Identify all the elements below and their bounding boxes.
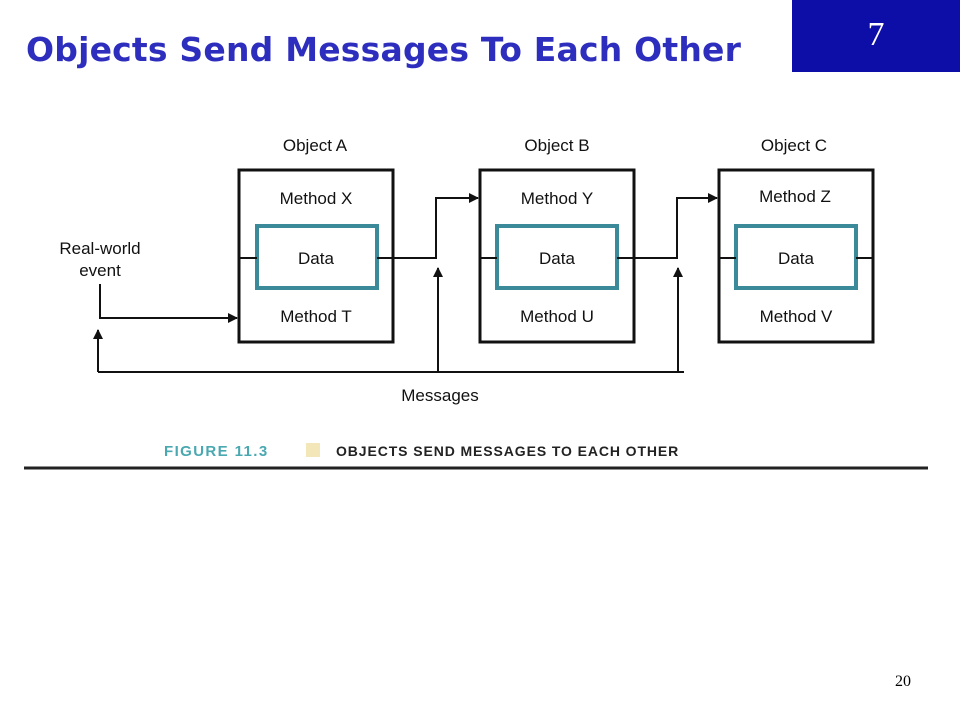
object-c-data-label: Data <box>778 249 814 268</box>
figure-number: FIGURE 11.3 <box>164 443 269 460</box>
object-a: Object A Method X Data Method T <box>237 136 395 344</box>
real-world-event-label-line2: event <box>79 261 121 280</box>
object-c-bottom-method: Method V <box>760 307 833 326</box>
object-b-top-method: Method Y <box>521 189 593 208</box>
message-arrow-b-to-c <box>617 193 718 259</box>
object-b-label: Object B <box>524 136 589 155</box>
message-arrow-a-to-b <box>377 193 479 259</box>
object-a-label: Object A <box>283 136 348 155</box>
slide-title: Objects Send Messages To Each Other <box>26 30 742 69</box>
event-arrow-to-object-a <box>99 284 238 323</box>
figure-caption: OBJECTS SEND MESSAGES TO EACH OTHER <box>336 443 679 459</box>
object-b: Object B Method Y Data Method U <box>478 136 636 344</box>
object-a-top-method: Method X <box>280 189 353 208</box>
page-number: 20 <box>895 673 911 690</box>
object-b-bottom-method: Method U <box>520 307 594 326</box>
object-a-data-label: Data <box>298 249 334 268</box>
object-c: Object C Method Z Data Method V <box>717 136 875 344</box>
real-world-event-label-line1: Real-world <box>59 239 140 258</box>
object-b-data-label: Data <box>539 249 575 268</box>
object-c-label: Object C <box>761 136 827 155</box>
caption-swatch <box>306 443 320 457</box>
object-a-bottom-method: Method T <box>280 307 352 326</box>
messages-label: Messages <box>401 386 478 405</box>
object-a-data-box <box>255 224 379 290</box>
chapter-number: 7 <box>867 16 885 53</box>
object-c-top-method: Method Z <box>759 187 831 206</box>
chapter-number-box: 7 <box>792 0 960 72</box>
